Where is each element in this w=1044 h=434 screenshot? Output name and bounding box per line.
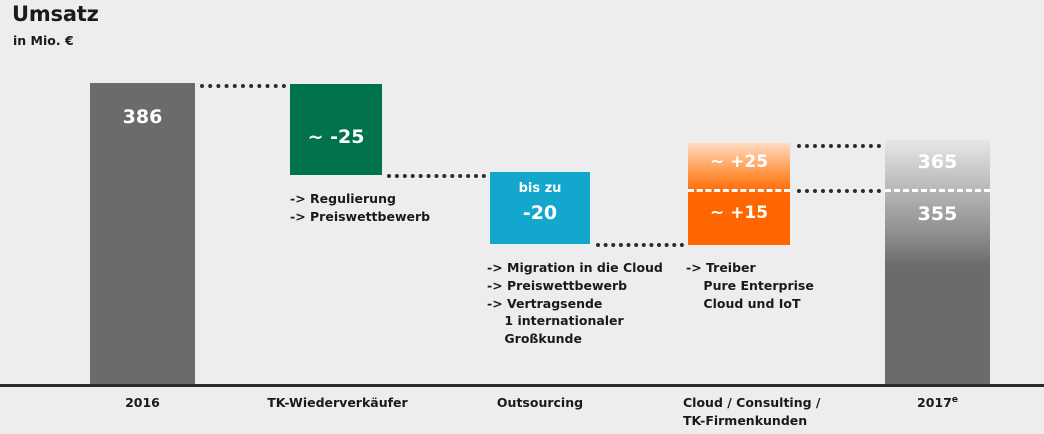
connector-cloud-to-2017-high	[797, 144, 881, 148]
baseline-axis	[0, 384, 1044, 387]
bar-cloud-value-high: ~ +25	[709, 152, 769, 172]
bar-outsourcing-qualifier: bis zu	[518, 181, 562, 196]
connector-outsourcing-to-cloud	[596, 243, 684, 247]
category-label-2017e: 2017e	[880, 394, 995, 412]
category-label-2017e-superscript: e	[951, 395, 958, 405]
chart-subtitle: in Mio. €	[13, 33, 74, 48]
bar-tk-value: ~ -25	[307, 126, 365, 148]
bar-outsourcing-value: -20	[522, 202, 558, 224]
bar-2016	[90, 83, 195, 384]
bar-cloud-value-low: ~ +15	[709, 203, 769, 223]
category-label-outsourcing: Outsourcing	[496, 395, 584, 410]
bar-2017e-split-line	[885, 189, 990, 192]
connector-cloud-to-2017-low	[797, 189, 881, 193]
category-label-2017e-base: 2017	[917, 395, 952, 411]
bar-2017e-value-high: 365	[917, 151, 958, 173]
bar-cloud-split-line	[688, 189, 790, 192]
category-label-tk-wiederverkaeufer: TK-Wiederverkäufer	[267, 395, 408, 410]
bar-tk-wiederverkaeufer	[290, 84, 382, 175]
bar-cloud-consulting	[688, 143, 790, 245]
category-label-cloud-consulting-text: Cloud / Consulting / TK-Firmenkunden	[683, 395, 821, 429]
notes-outsourcing: -> Migration in die Cloud -> Preiswettbe…	[487, 260, 663, 346]
bar-2017e	[885, 140, 990, 384]
bar-outsourcing	[490, 172, 590, 244]
connector-2016-to-tk	[200, 84, 286, 88]
notes-tk-wiederverkaeufer: -> Regulierung -> Preiswettbewerb	[290, 191, 431, 224]
category-label-2016: 2016	[125, 395, 160, 410]
bar-2017e-value-low: 355	[917, 203, 958, 225]
notes-cloud-consulting: -> Treiber Pure Enterprise Cloud und IoT	[686, 260, 814, 311]
connector-tk-to-outsourcing	[387, 174, 486, 178]
category-label-cloud-consulting: Cloud / Consulting / TK-Firmenkunden	[650, 394, 868, 430]
page-title: Umsatz	[12, 2, 99, 26]
bar-2016-value: 386	[122, 106, 163, 128]
